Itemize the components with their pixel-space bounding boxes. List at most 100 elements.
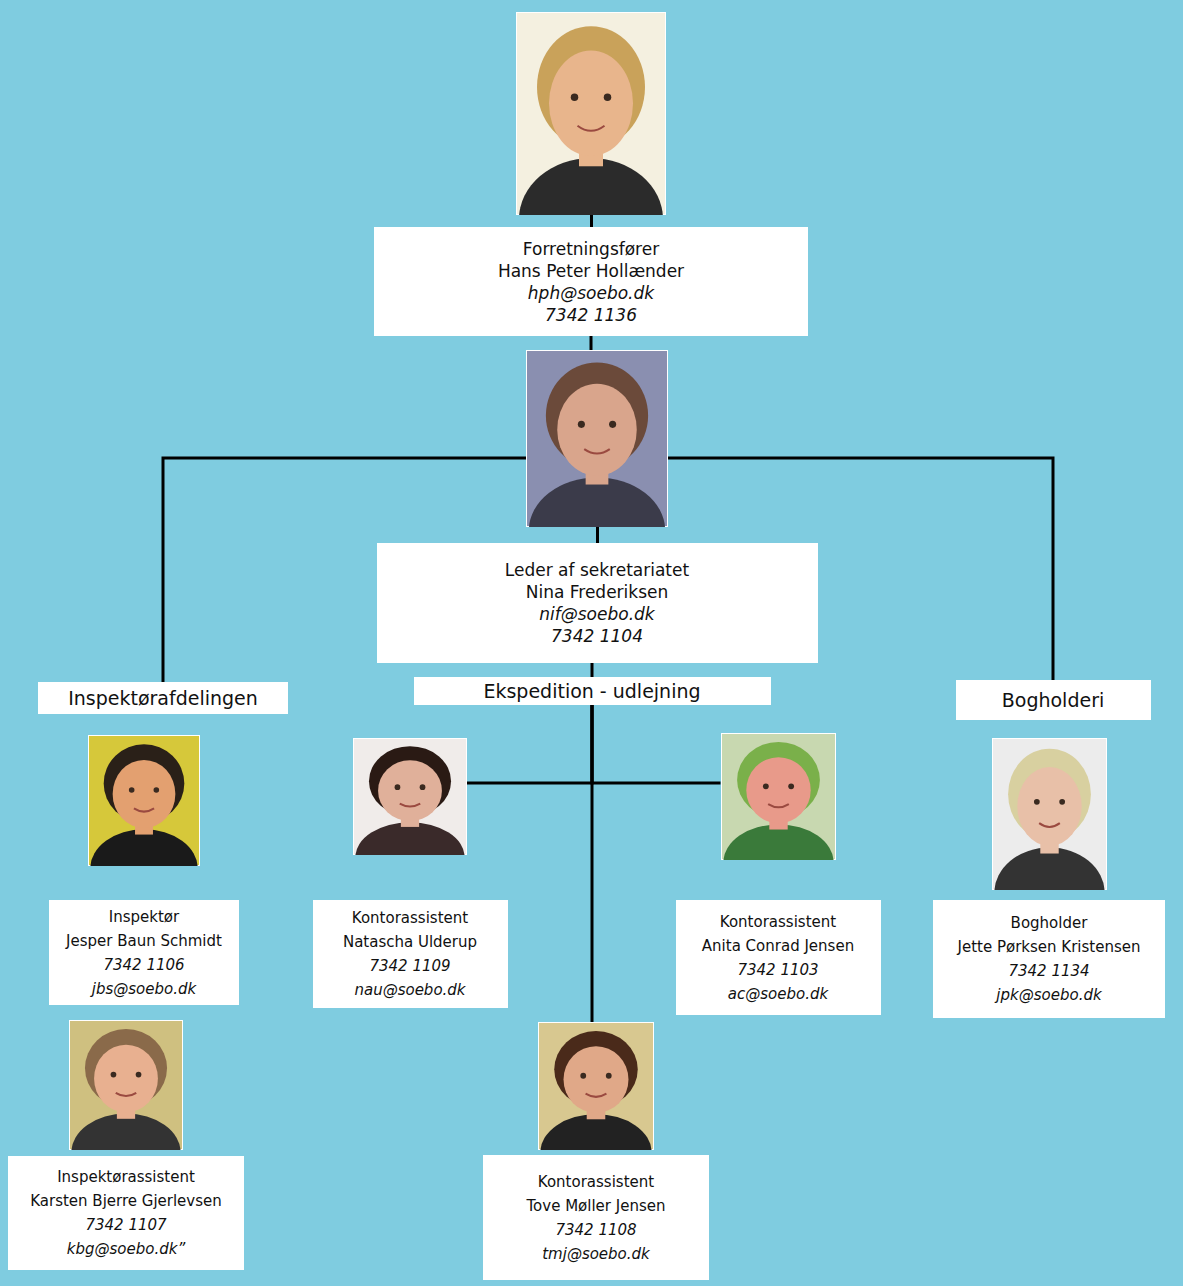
photo-eye [606,1073,612,1079]
photo-eye [580,1073,586,1079]
org-connector [592,705,721,783]
department-box: Ekspedition - udlejning [414,677,771,705]
job-title: Kontorassistent [720,910,836,934]
contact-line: 7342 1107 [85,1213,166,1237]
contact-line: nau@soebo.dk [354,978,465,1002]
portrait-photo [538,1022,654,1150]
contact-line: ac@soebo.dk [728,982,828,1006]
spacer [1048,890,1051,900]
photo-face [549,51,633,157]
person-card: ForretningsførerHans Peter Hollænderhph@… [374,12,808,336]
photo-eye [571,94,579,102]
photo-mouth [134,808,154,811]
department-label-box: Inspektørafdelingen [38,682,288,714]
person-name: Jesper Baun Schmidt [66,929,222,953]
photo-mouth [1039,823,1060,827]
contact-line: 7342 1106 [103,953,184,977]
contact-line: 7342 1134 [1008,959,1089,983]
contact-line: 7342 1109 [369,954,450,978]
portrait-photo [721,733,836,860]
photo-shoulders [994,847,1104,890]
contact-line: 7342 1104 [551,625,643,647]
org-connector [590,336,593,350]
photo-shoulders [90,829,198,866]
job-title: Forretningsfører [523,238,659,260]
photo-eye [788,783,794,789]
job-title: Inspektør [109,905,179,929]
contact-box: ForretningsførerHans Peter Hollænderhph@… [374,227,808,336]
contact-line: 7342 1136 [545,304,637,326]
person-card: InspektørJesper Baun Schmidt7342 1106jbs… [49,735,239,1005]
photo-eye [420,784,426,790]
contact-box: InspektørassistentKarsten Bjerre Gjerlev… [8,1156,244,1270]
photo-shoulders [71,1114,180,1150]
spacer [143,866,146,900]
contact-box: KontorassistentNatascha Ulderup7342 1109… [313,900,508,1008]
portrait-photo [353,738,467,855]
person-card: BogholderJette Pørksen Kristensen7342 11… [933,738,1165,1018]
contact-box: Leder af sekretariatetNina Frederiksenni… [377,543,818,663]
person-name: Natascha Ulderup [343,930,477,954]
photo-eye [762,783,768,789]
contact-line: kbg@soebo.dk” [67,1237,185,1261]
job-title: Bogholder [1011,911,1088,935]
contact-line: hph@soebo.dk [528,282,654,304]
contact-line: tmj@soebo.dk [542,1242,650,1266]
job-title: Kontorassistent [352,906,468,930]
org-connector [591,705,594,1022]
portrait-photo [526,350,668,527]
department-label: Bogholderi [1002,688,1105,712]
photo-eye [1033,799,1039,805]
photo-eye [609,421,616,428]
photo-face [94,1045,158,1113]
photo-face [746,757,810,823]
org-connector [591,663,594,677]
photo-shoulders [355,822,464,855]
person-name: Nina Frederiksen [526,581,669,603]
department-box: Bogholderi [956,680,1151,720]
person-name: Anita Conrad Jensen [702,934,854,958]
photo-mouth [116,1093,137,1096]
photo-eye [154,787,160,793]
portrait-photo [69,1020,183,1150]
contact-line: jbs@soebo.dk [92,977,196,1001]
contact-box: KontorassistentTove Møller Jensen7342 11… [483,1155,709,1280]
department-label: Ekspedition - udlejning [483,679,700,703]
job-title: Kontorassistent [538,1170,654,1194]
photo-mouth [578,126,605,131]
portrait-photo [992,738,1107,890]
photo-eye [129,787,135,793]
photo-eye [111,1072,117,1078]
person-card: KontorassistentTove Møller Jensen7342 11… [483,1022,709,1280]
photo-eye [395,784,401,790]
job-title: Inspektørassistent [57,1165,195,1189]
contact-box: KontorassistentAnita Conrad Jensen7342 1… [676,900,881,1015]
person-card: KontorassistentNatascha Ulderup7342 1109… [313,738,508,1008]
person-name: Jette Pørksen Kristensen [958,935,1141,959]
person-name: Tove Møller Jensen [527,1194,666,1218]
contact-line: 7342 1103 [737,958,818,982]
org-connector [467,705,592,783]
contact-box: InspektørJesper Baun Schmidt7342 1106jbs… [49,900,239,1005]
person-card: Leder af sekretariatetNina Frederiksenni… [377,350,818,663]
photo-face [1017,767,1081,846]
person-card: KontorassistentAnita Conrad Jensen7342 1… [676,733,881,1015]
photo-face [564,1046,629,1113]
job-title: Leder af sekretariatet [505,559,689,581]
photo-face [557,384,637,476]
spacer [777,860,780,900]
contact-line: 7342 1108 [555,1218,636,1242]
photo-shoulders [723,824,833,860]
photo-link-line [590,215,593,227]
contact-line: jpk@soebo.dk [996,983,1101,1007]
person-card: InspektørassistentKarsten Bjerre Gjerlev… [8,1020,244,1270]
photo-shoulders [529,477,665,527]
photo-eye [136,1072,142,1078]
photo-eye [604,94,612,102]
photo-face [113,760,176,828]
photo-mouth [768,804,789,807]
photo-shoulders [540,1114,651,1150]
spacer [409,855,412,900]
portrait-photo [88,735,200,866]
